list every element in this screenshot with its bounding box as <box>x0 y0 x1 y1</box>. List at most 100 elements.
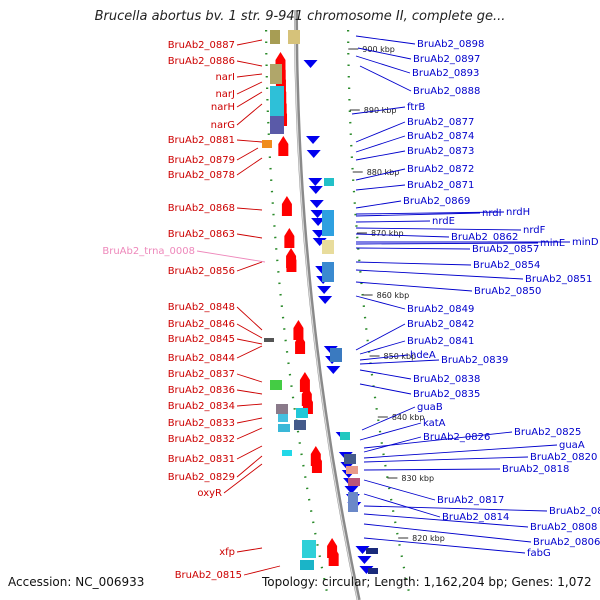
feature-block <box>270 64 282 84</box>
right-gene-label: nrdF <box>523 225 546 236</box>
feature-block <box>278 414 288 422</box>
right-gene-label-connector <box>355 150 406 161</box>
right-gene-label: BruAb2_0872 <box>407 164 474 175</box>
reverse-gene-arrow <box>328 545 339 566</box>
left-gene-label-connector <box>196 250 266 263</box>
right-gene-label: hdeA <box>410 350 436 361</box>
forward-gene-arrow <box>306 150 321 158</box>
right-gene-label-connector <box>363 436 422 453</box>
right-gene-label-connector <box>355 227 522 231</box>
right-gene-label-connector <box>355 55 411 74</box>
right-gene-label: BruAb2_0862 <box>451 232 518 243</box>
right-gene-label-connector <box>363 493 441 518</box>
right-gene-label-connector <box>355 168 406 181</box>
forward-gene-arrow <box>308 186 323 194</box>
right-gene-label-connector <box>355 35 416 45</box>
feature-block <box>270 380 282 390</box>
right-gene-label-connector <box>359 383 412 395</box>
left-gene-label: BruAb2_0837 <box>168 369 235 380</box>
scale-tick-label: 880 kbp <box>367 168 400 177</box>
right-gene-label-connector <box>359 422 422 441</box>
feature-block <box>346 466 358 474</box>
left-gene-label: BruAb2_0832 <box>168 434 235 445</box>
left-gene-label: BruAb2_0834 <box>168 401 235 412</box>
feature-block <box>296 408 308 418</box>
right-gene-label-connector <box>359 369 412 380</box>
right-gene-label: BruAb2_0877 <box>407 117 474 128</box>
outer-tick-track-right <box>347 30 412 600</box>
right-gene-label: BruAb2_0850 <box>474 286 541 297</box>
right-gene-label: BruAb2_0871 <box>407 180 474 191</box>
backbone-highlight <box>294 10 359 600</box>
right-gene-label: minE <box>540 238 565 249</box>
right-gene-label: BruAb2_0817 <box>437 495 504 506</box>
left-gene-label: xfp <box>219 547 235 558</box>
left-gene-label: BruAb2_0845 <box>168 334 235 345</box>
right-gene-label-connector <box>355 261 472 266</box>
left-gene-label-connector <box>223 463 263 494</box>
left-gene-label-connector <box>236 147 259 161</box>
left-gene-label-connector <box>236 445 263 460</box>
right-gene-label: guaB <box>417 402 443 413</box>
forward-gene-arrow <box>317 286 332 294</box>
right-gene-label: BruAb2_0818 <box>502 464 569 475</box>
left-gene-label: BruAb2_0846 <box>168 319 235 330</box>
scale-tick-label: 860 kbp <box>377 291 410 300</box>
right-gene-label-connector <box>351 106 406 115</box>
left-gene-label-connector <box>236 157 263 176</box>
right-gene-label-connector <box>361 406 416 431</box>
right-gene-label: BruAb2_0810 <box>549 506 600 517</box>
left-gene-label-connector <box>236 60 263 67</box>
feature-block <box>302 540 316 558</box>
right-gene-label: nrdE <box>432 216 455 227</box>
chromosome-backbone <box>294 10 361 600</box>
right-gene-label-connector <box>355 220 431 223</box>
scale-tick-label: 840 kbp <box>392 413 425 422</box>
right-gene-label: BruAb2_0893 <box>412 68 479 79</box>
right-gene-label: BruAb2_0849 <box>407 304 474 315</box>
left-gene-label: BruAb2_0856 <box>168 266 235 277</box>
left-gene-label-connector <box>236 139 263 143</box>
right-gene-label-connector <box>355 212 481 217</box>
right-gene-label-connector <box>355 281 473 292</box>
map-title: Brucella abortus bv. 1 str. 9-941 chromo… <box>94 9 506 24</box>
forward-gene-arrow <box>357 556 372 564</box>
right-gene-label: BruAb2_0869 <box>403 196 470 207</box>
feature-block <box>270 116 284 134</box>
right-gene-label-connector <box>359 354 409 361</box>
right-gene-label: BruAb2_0841 <box>407 336 474 347</box>
right-gene-label-connector <box>359 65 412 92</box>
right-gene-label-connector <box>363 468 501 471</box>
left-gene-label: BruAb2_0815 <box>175 570 242 581</box>
right-gene-label: BruAb2_0854 <box>473 260 540 271</box>
forward-gene-arrow <box>311 218 326 226</box>
right-gene-label: BruAb2_0806 <box>533 537 600 548</box>
left-gene-label-connector <box>236 306 263 331</box>
left-gene-label: BruAb2_0831 <box>168 454 235 465</box>
feature-block <box>330 348 342 362</box>
left-gene-label-connector <box>236 323 263 339</box>
right-gene-label-connector <box>359 340 406 355</box>
feature-block <box>288 30 300 44</box>
right-gene-label-connector <box>363 456 529 463</box>
left-gene-label-connector <box>243 565 281 576</box>
accession-label: Accession: NC_006933 <box>8 575 145 589</box>
left-gene-label-connector <box>236 338 263 345</box>
left-gene-label-connector <box>236 345 263 359</box>
feature-block <box>324 178 334 186</box>
reverse-gene-arrow <box>311 452 322 473</box>
left-gene-label-connector <box>236 261 263 272</box>
left-gene-label-connector <box>236 455 263 478</box>
right-gene-label-connector <box>355 184 406 191</box>
scale-tick-label: 830 kbp <box>401 474 434 483</box>
feature-block <box>340 432 350 440</box>
left-gene-label: BruAb2_0836 <box>168 385 235 396</box>
right-gene-label-connector <box>355 247 471 250</box>
feature-block <box>270 86 284 116</box>
right-gene-label: nrdI <box>482 208 502 219</box>
left-gene-label: BruAb2_0887 <box>168 40 235 51</box>
right-gene-label-connector <box>355 323 406 351</box>
feature-block <box>344 454 356 464</box>
right-gene-label: guaA <box>559 440 585 451</box>
